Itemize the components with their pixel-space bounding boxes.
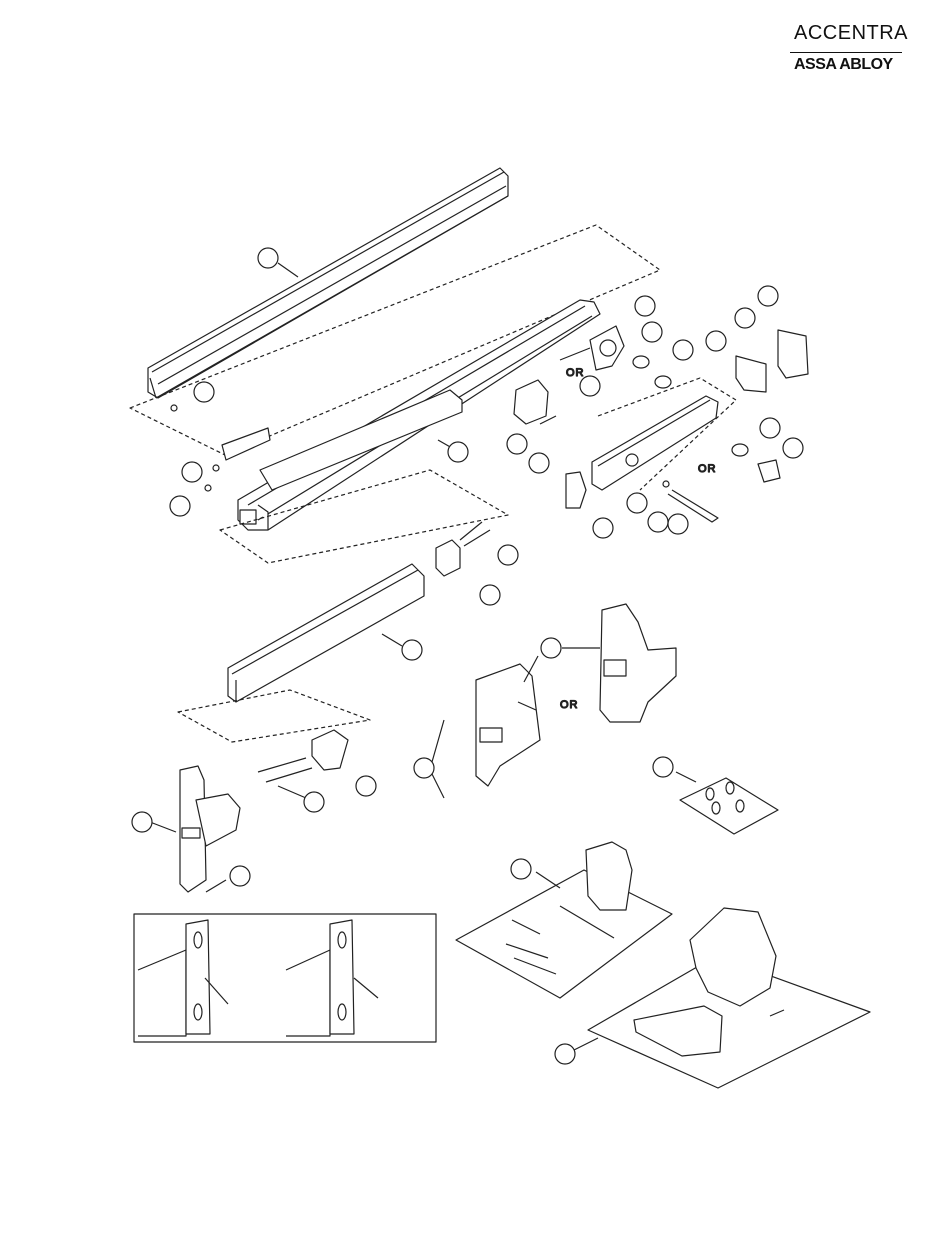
cap-ring bbox=[732, 444, 748, 456]
callout-27 bbox=[706, 331, 726, 351]
callout-11 bbox=[132, 812, 152, 832]
callout-29 bbox=[414, 758, 434, 778]
mounting-plate-right-b bbox=[736, 356, 766, 392]
callout-3 bbox=[194, 382, 214, 402]
main-rail-cover bbox=[260, 390, 462, 490]
callout-4 bbox=[182, 462, 202, 482]
callout-21 bbox=[648, 512, 668, 532]
or-label-1: OR bbox=[566, 367, 585, 379]
callout-18 bbox=[529, 453, 549, 473]
callout-6 bbox=[498, 545, 518, 565]
callout-25 bbox=[758, 286, 778, 306]
callout-17 bbox=[507, 434, 527, 454]
callout-23 bbox=[760, 418, 780, 438]
callout-10 bbox=[304, 792, 324, 812]
callout-19 bbox=[593, 518, 613, 538]
callout-5 bbox=[170, 496, 190, 516]
callout-20 bbox=[627, 493, 647, 513]
callout-28 bbox=[541, 638, 561, 658]
callout-12 bbox=[230, 866, 250, 886]
callout-30 bbox=[653, 757, 673, 777]
bushing bbox=[655, 376, 671, 388]
callout-22 bbox=[668, 514, 688, 534]
mounting-plate-left bbox=[222, 428, 270, 460]
callout-16 bbox=[673, 340, 693, 360]
end-cap-large-a bbox=[476, 664, 540, 786]
callout-13 bbox=[580, 376, 600, 396]
hardware-bracket bbox=[586, 842, 632, 910]
slide-bracket bbox=[514, 380, 548, 424]
callout-1 bbox=[258, 248, 278, 268]
lower-rail bbox=[228, 564, 424, 702]
callout-2 bbox=[448, 442, 468, 462]
small-end-cap bbox=[312, 730, 348, 770]
lock-chassis bbox=[590, 326, 624, 370]
end-clip bbox=[566, 472, 586, 508]
or-label-3: OR bbox=[560, 699, 579, 711]
callout-9 bbox=[356, 776, 376, 796]
hardware-pack bbox=[456, 870, 672, 998]
end-knob bbox=[758, 460, 780, 482]
callout-32 bbox=[555, 1044, 575, 1064]
callout-24 bbox=[783, 438, 803, 458]
mounting-plate-right-a bbox=[778, 330, 808, 378]
top-channel-rail bbox=[148, 168, 508, 398]
callout-26 bbox=[735, 308, 755, 328]
bearing-ring bbox=[633, 356, 649, 368]
callout-7 bbox=[480, 585, 500, 605]
callout-15 bbox=[642, 322, 662, 342]
callout-31 bbox=[511, 859, 531, 879]
or-label-2: OR bbox=[698, 463, 717, 475]
dashed-outline-3 bbox=[178, 690, 370, 742]
callout-14 bbox=[635, 296, 655, 316]
callout-8 bbox=[402, 640, 422, 660]
end-bracket bbox=[436, 540, 460, 576]
